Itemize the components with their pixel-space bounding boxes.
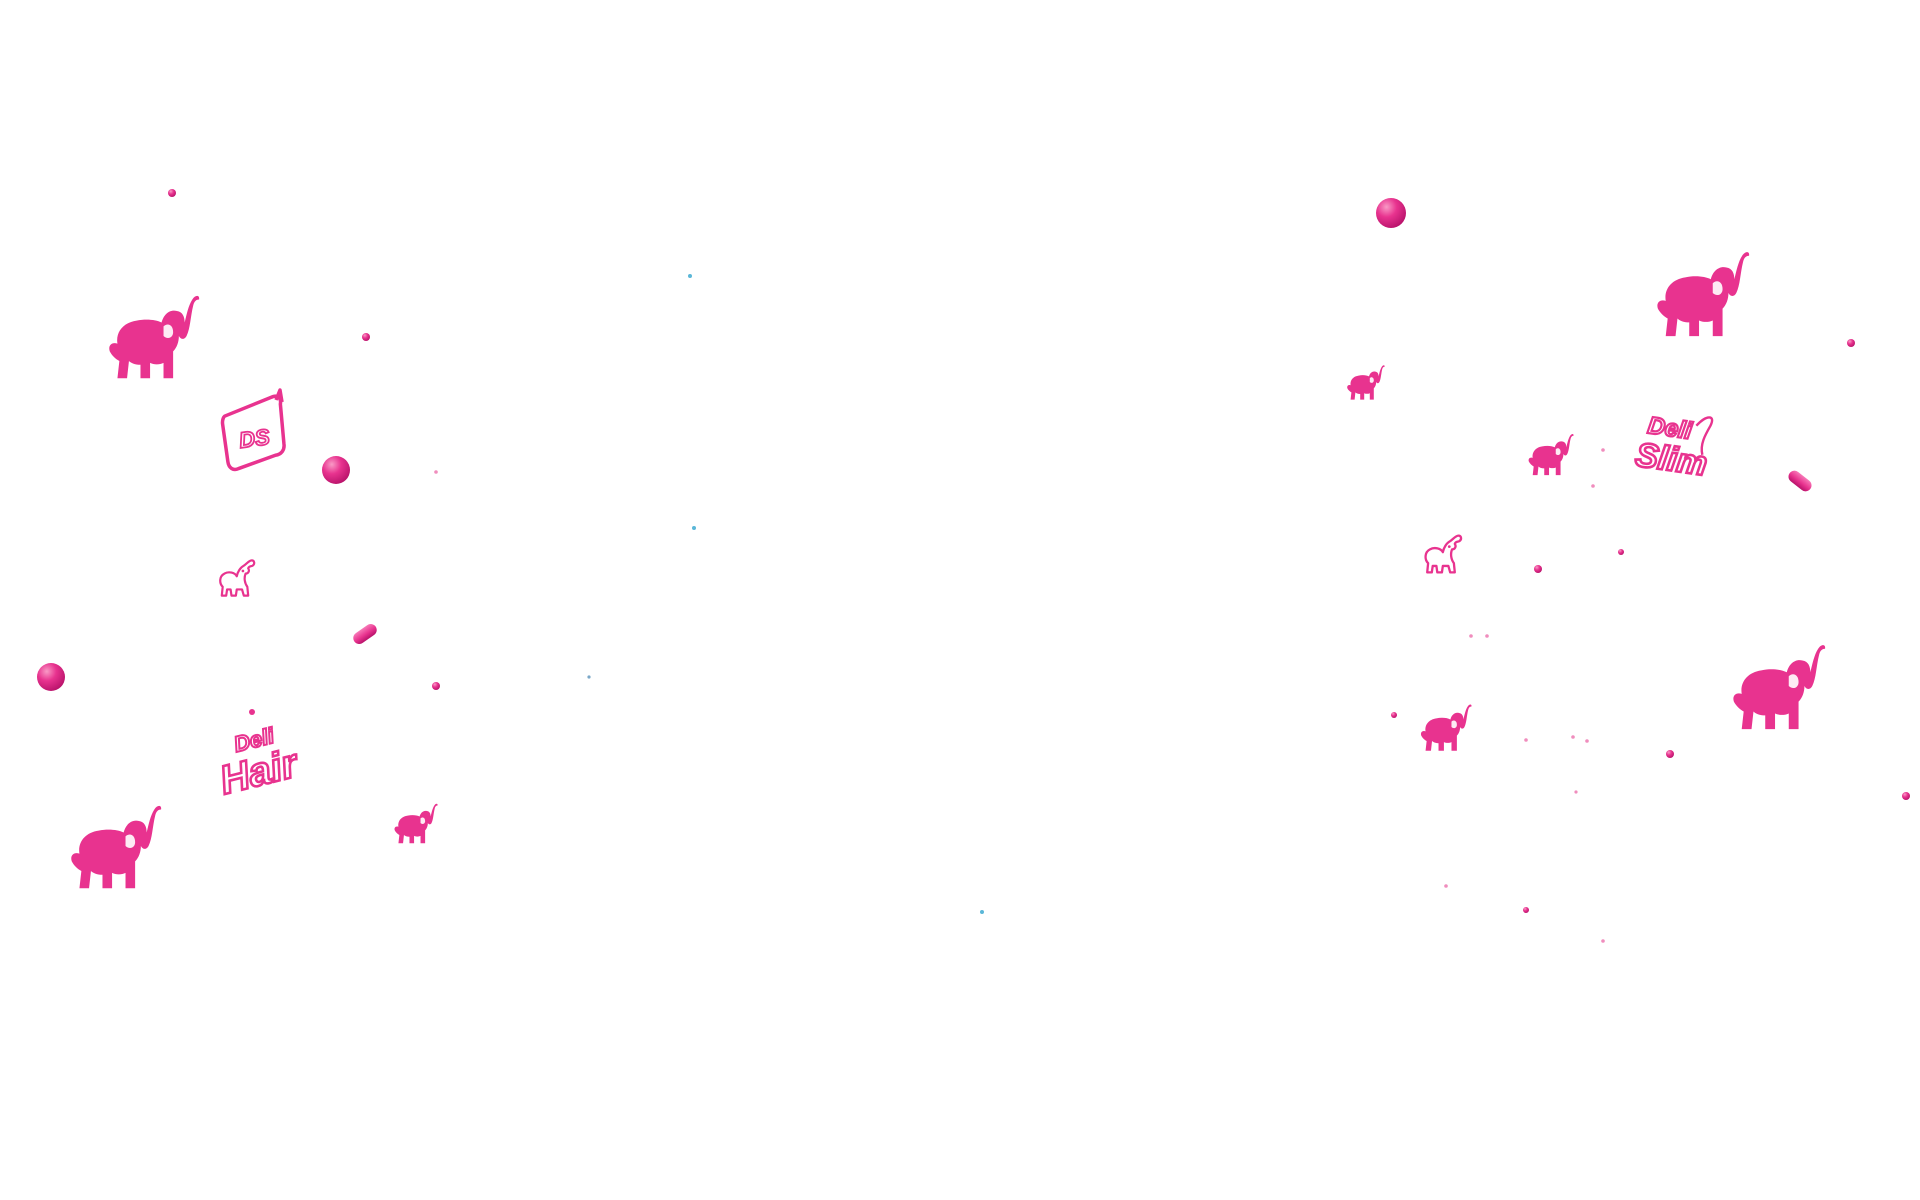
elephant-icon: [1347, 365, 1385, 400]
deli-hair-line2: Hair: [216, 741, 305, 803]
pink-sphere: [1444, 884, 1448, 888]
pink-sphere: [1591, 484, 1595, 488]
pink-sphere: [1847, 339, 1855, 347]
elephant-icon: [394, 803, 438, 844]
blue-dot: [587, 675, 591, 679]
pink-sphere: [1574, 790, 1578, 794]
elephant-icon: [109, 295, 200, 379]
pink-sphere: [37, 663, 65, 691]
ds-badge-icon: DS: [220, 388, 286, 472]
right-cluster: Deli Slim: [1347, 198, 1910, 943]
pink-sphere: [1485, 634, 1489, 638]
pink-sphere: [1585, 739, 1589, 743]
pink-sphere: [1601, 448, 1605, 452]
elephant-outline-icon: [1424, 534, 1463, 574]
pink-sphere: [1376, 198, 1406, 228]
pink-sphere: [1618, 549, 1624, 555]
pink-sphere: [432, 682, 440, 690]
pink-sphere: [1601, 939, 1605, 943]
pink-sphere: [1391, 712, 1397, 718]
blue-dot: [688, 274, 692, 278]
pink-sphere: [168, 189, 176, 197]
left-cluster: DS Deli Hair: [37, 189, 984, 914]
pink-sphere: [1571, 735, 1575, 739]
pink-sphere: [434, 470, 438, 474]
pink-sphere: [1666, 750, 1674, 758]
pink-sphere: [362, 333, 370, 341]
pink-sphere: [1524, 738, 1528, 742]
elephant-icon: [1528, 433, 1574, 476]
elephant-icon: [1657, 252, 1750, 337]
pink-sphere: [1534, 565, 1542, 573]
pink-sphere: [322, 456, 350, 484]
elephant-outline-icon: [218, 558, 256, 598]
blue-dot: [980, 910, 984, 914]
elephant-icon: [1420, 704, 1472, 751]
pink-sphere: [1523, 907, 1529, 913]
pink-sphere: [1469, 634, 1473, 638]
pink-sphere: [1902, 792, 1910, 800]
deli-slim-line2: Slim: [1633, 436, 1709, 484]
elephant-icon: [71, 805, 162, 889]
pink-capsule: [353, 623, 377, 645]
svg-text:DS: DS: [237, 424, 271, 453]
elephant-icon: [1733, 645, 1826, 730]
deli-slim-logo: Deli Slim: [1632, 411, 1714, 485]
pink-capsule: [1788, 470, 1812, 492]
deli-hair-logo: Deli Hair: [214, 722, 305, 805]
pink-sphere: [249, 709, 255, 715]
blue-dot: [692, 526, 696, 530]
